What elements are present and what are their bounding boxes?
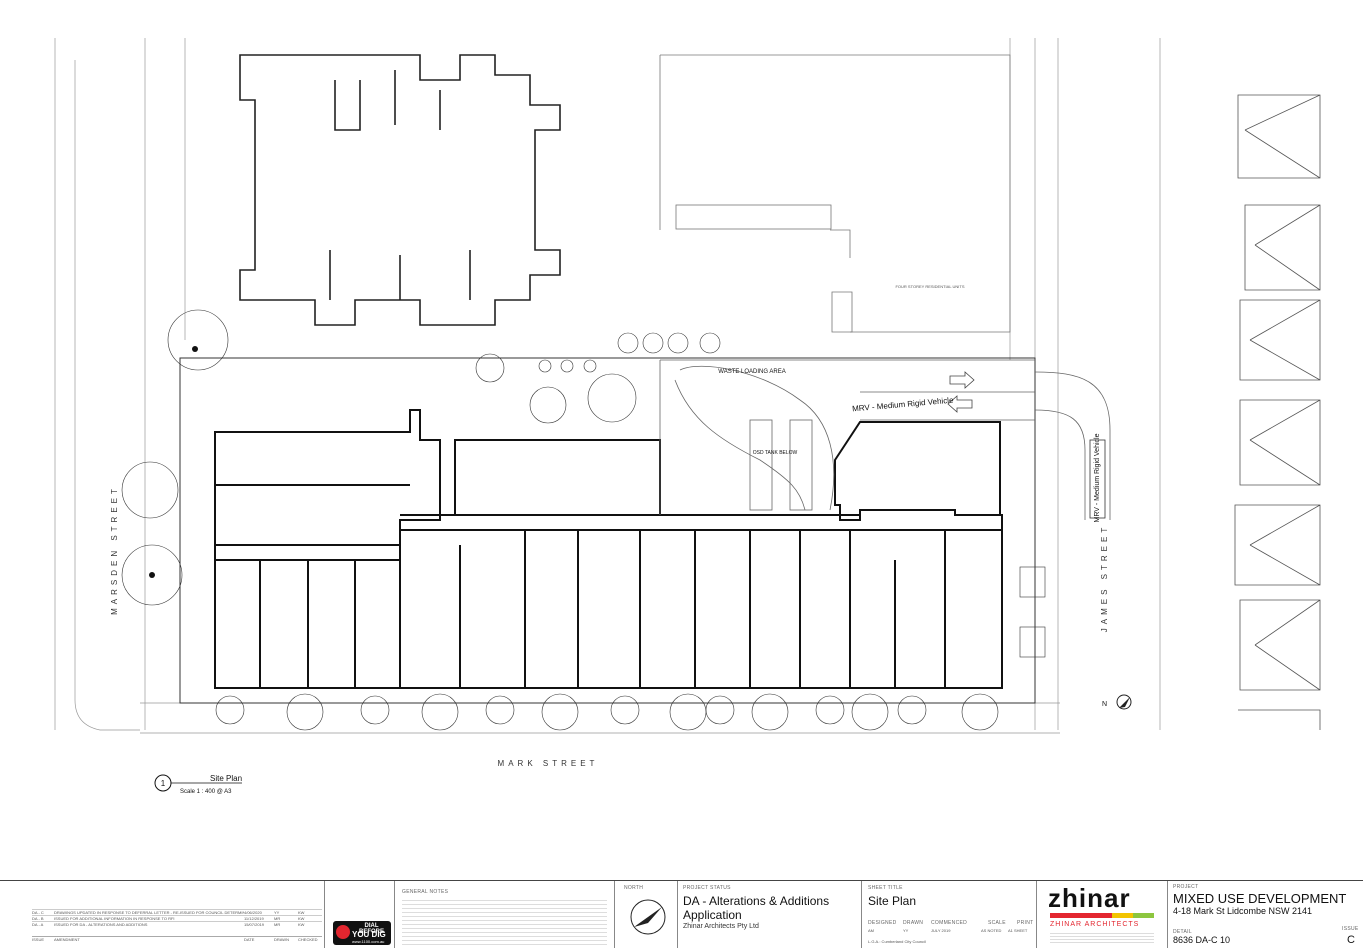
- scale-value: AS NOTED: [981, 928, 1002, 933]
- traffic-arrows: [947, 371, 975, 413]
- north-label: NORTH: [624, 885, 644, 891]
- revision-row: DA - C DRAWINGS UPDATED IN RESPONSE TO DE…: [32, 909, 322, 915]
- title-block: DA - C DRAWINGS UPDATED IN RESPONSE TO DE…: [0, 880, 1363, 948]
- revision-checked: KW: [298, 910, 305, 915]
- revision-issue: DA - A: [32, 922, 44, 927]
- issue-label: ISSUE: [1342, 926, 1359, 932]
- rev-header-date: DATE: [244, 937, 255, 942]
- view-scale: Scale 1 : 400 @ A3: [180, 789, 232, 795]
- revision-row: DA - A ISSUED FOR DA - ALTERATIONS AND AD…: [32, 921, 322, 927]
- dial-before-you-dig: DIAL BEFORE YOU DIG www.1100.com.au: [330, 881, 395, 948]
- project-title: MIXED USE DEVELOPMENT: [1173, 891, 1347, 906]
- sheet-title: Site Plan: [868, 894, 917, 908]
- no-dig-icon: [336, 925, 350, 939]
- osd-label: OSD TANK BELOW: [753, 450, 798, 456]
- revision-drawn: MR: [274, 922, 281, 927]
- revision-amendment: ISSUED FOR ADDITIONAL INFORMATION IN RES…: [54, 916, 175, 921]
- street-label-west: MARSDEN STREET: [110, 485, 119, 615]
- revision-date: 4/06/2020: [244, 910, 262, 915]
- practice-name: Zhinar Architects Pty Ltd: [683, 923, 759, 930]
- logo-cell: zhinar ZHINAR ARCHITECTS: [1040, 881, 1168, 948]
- east-houses: [1234, 94, 1321, 730]
- rev-header-amendment: AMENDMENT: [54, 937, 80, 942]
- drawn-value: YY: [903, 928, 909, 933]
- view-number: 1: [161, 779, 166, 788]
- sheet-title-label: SHEET TITLE: [868, 885, 903, 891]
- general-notes-text: [402, 897, 607, 945]
- neighbour-building-north: [239, 54, 561, 326]
- mrv-vehicle-box: [1089, 439, 1106, 519]
- proposed-building: [179, 357, 1036, 704]
- project-address: 4-18 Mark St Lidcombe NSW 2141: [1173, 906, 1313, 916]
- revision-row: DA - B ISSUED FOR ADDITIONAL INFORMATION …: [32, 915, 322, 921]
- dial-url: www.1100.com.au: [352, 939, 385, 944]
- survey-point: [149, 572, 155, 578]
- revision-drawn: MR: [274, 916, 281, 921]
- site-plan-drawing: FOUR STOREY RESIDENTIAL UNITS WASTE LOAD: [54, 38, 1321, 795]
- boundary-lines: [54, 38, 1161, 734]
- project-label: PROJECT: [1173, 884, 1199, 890]
- dial-line1: DIAL BEFORE: [358, 923, 384, 935]
- council: L.G.A.: Cumberland City Council: [868, 939, 926, 944]
- drawing-number: 8636 DA-C 10: [1173, 935, 1231, 945]
- neighbour-lot-northeast: [659, 54, 1011, 333]
- revision-date: 15/07/2019: [244, 922, 265, 927]
- project-status: DA - Alterations & Additions Application: [683, 894, 830, 922]
- commenced-value: JULY 2019: [931, 928, 951, 933]
- revision-drawn: YY: [274, 910, 280, 915]
- revision-checked: KW: [298, 916, 305, 921]
- landscape-trees: [121, 309, 1046, 731]
- dial-line2: YOU DIG: [352, 930, 386, 939]
- mrv-vertical-label: MRV - Medium Rigid Vehicle: [1094, 433, 1101, 522]
- zhinar-logo: zhinar: [1048, 883, 1131, 913]
- north-point-cell: NORTH: [620, 881, 678, 948]
- waste-loading-label: WASTE LOADING AREA: [718, 369, 785, 375]
- rev-header-checked: CHECKED: [298, 937, 318, 942]
- print-label: PRINT: [1017, 920, 1034, 926]
- revision-checked: KW: [298, 922, 305, 927]
- general-notes-title: GENERAL NOTES: [402, 889, 449, 895]
- project-status-label: PROJECT STATUS: [683, 885, 731, 891]
- north-letter: N: [1102, 701, 1107, 708]
- designed-label: DESIGNED: [868, 920, 897, 926]
- north-point-icon: [630, 899, 666, 935]
- revision-header: ISSUE AMENDMENT DATE DRAWN CHECKED: [32, 936, 322, 942]
- revision-table: DA - C DRAWINGS UPDATED IN RESPONSE TO DE…: [30, 881, 325, 948]
- designed-value: AM: [868, 928, 874, 933]
- street-label-east: JAMES STREET: [1100, 524, 1109, 632]
- general-notes: GENERAL NOTES: [400, 881, 615, 948]
- detail-label: DETAIL: [1173, 929, 1192, 935]
- street-label-south: MARK STREET: [498, 759, 599, 768]
- print-value: A1 SHEET: [1008, 928, 1028, 933]
- rev-header-drawn: DRAWN: [274, 937, 289, 942]
- revision-issue: DA - B: [32, 916, 44, 921]
- mrv-label: MRV - Medium Rigid Vehicle: [852, 396, 955, 414]
- project-cell: PROJECT MIXED USE DEVELOPMENT 4-18 Mark …: [1170, 881, 1363, 948]
- rev-header-issue: ISSUE: [32, 937, 45, 942]
- practice-details: [1050, 931, 1154, 943]
- survey-point: [192, 346, 198, 352]
- neighbour-label: FOUR STOREY RESIDENTIAL UNITS: [895, 284, 964, 289]
- commenced-label: COMMENCED: [931, 920, 968, 926]
- revision-amendment: DRAWINGS UPDATED IN RESPONSE TO DEFERRAL…: [54, 910, 244, 915]
- logo-color-bar: [1050, 913, 1154, 918]
- logo-subtitle: ZHINAR ARCHITECTS: [1050, 921, 1140, 928]
- revision-amendment: ISSUED FOR DA - ALTERATIONS AND ADDITION…: [54, 922, 148, 927]
- north-arrow-icon: [1116, 694, 1132, 710]
- dial-badge: DIAL BEFORE YOU DIG www.1100.com.au: [333, 921, 391, 945]
- revision-issue: DA - C: [32, 910, 44, 915]
- view-title: Site Plan: [210, 774, 242, 783]
- project-status-cell: PROJECT STATUS DA - Alterations & Additi…: [680, 881, 862, 948]
- revision-date: 11/12/2019: [244, 916, 264, 921]
- loading-area: [659, 359, 1111, 520]
- issue-value: C: [1347, 934, 1355, 946]
- sheet-info-cell: SHEET TITLE Site Plan DESIGNED AM DRAWN …: [865, 881, 1037, 948]
- scale-label: SCALE: [988, 920, 1006, 926]
- drawn-label: DRAWN: [903, 920, 924, 926]
